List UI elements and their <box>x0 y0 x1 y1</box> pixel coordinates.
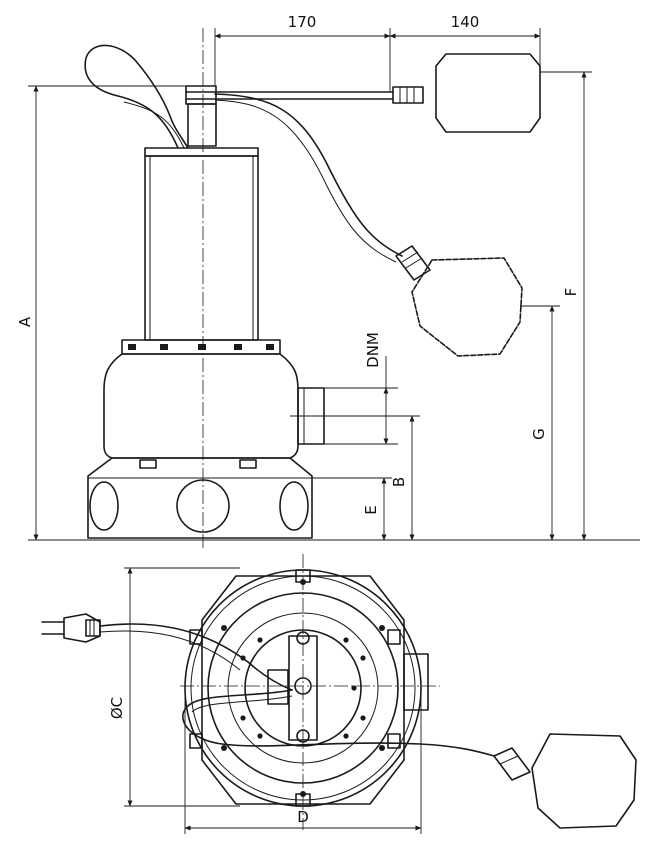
dim-label-G: G <box>530 428 548 440</box>
dim-label-D: D <box>297 808 309 826</box>
power-cable <box>84 44 189 149</box>
dim-label-DNM: DNM <box>364 332 382 368</box>
float-switch-top <box>435 53 541 133</box>
dimensions-side: 170 140 A F G DNM B E <box>16 13 592 541</box>
power-plug <box>41 613 101 643</box>
dim-label-A: A <box>16 316 34 327</box>
dim-label-E: E <box>362 505 380 514</box>
side-view <box>28 28 640 548</box>
float-switch-topview <box>531 733 637 829</box>
pump-volute <box>103 353 299 459</box>
float-arm <box>185 91 394 100</box>
dim-label-B: B <box>390 477 408 487</box>
pump-base <box>87 457 313 539</box>
top-view <box>41 554 637 830</box>
float-cable <box>214 93 403 257</box>
dim-label-F: F <box>562 288 580 297</box>
dim-label-140: 140 <box>451 13 480 31</box>
plug-cable <box>99 623 293 691</box>
float-switch-hanging <box>411 257 523 357</box>
dim-label-C: ØC <box>108 697 126 719</box>
motor-housing <box>144 155 259 341</box>
dimensions-top: ØC D <box>108 567 422 834</box>
dim-label-170: 170 <box>288 13 317 31</box>
